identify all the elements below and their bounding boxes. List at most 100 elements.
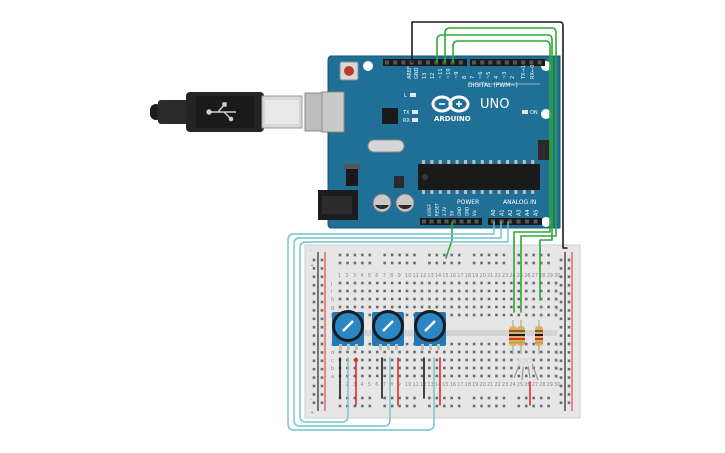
breadboard-hole[interactable] bbox=[554, 297, 558, 301]
breadboard-hole[interactable] bbox=[465, 281, 468, 285]
breadboard-hole[interactable] bbox=[524, 297, 528, 301]
breadboard-hole[interactable] bbox=[361, 281, 364, 285]
breadboard-hole[interactable] bbox=[420, 297, 424, 301]
rail-hole[interactable] bbox=[559, 325, 563, 329]
rail-hole[interactable] bbox=[368, 404, 372, 408]
breadboard-hole[interactable] bbox=[472, 297, 476, 301]
rail-hole[interactable] bbox=[383, 396, 386, 400]
breadboard-hole[interactable] bbox=[554, 358, 558, 362]
rail-hole[interactable] bbox=[559, 384, 563, 388]
breadboard-hole[interactable] bbox=[420, 350, 424, 354]
rail-hole[interactable] bbox=[390, 404, 394, 408]
breadboard-hole[interactable] bbox=[383, 374, 386, 378]
breadboard-hole[interactable] bbox=[375, 358, 379, 362]
breadboard-hole[interactable] bbox=[390, 297, 394, 301]
breadboard-hole[interactable] bbox=[398, 289, 401, 293]
rail-hole[interactable] bbox=[480, 253, 483, 257]
breadboard-hole[interactable] bbox=[398, 366, 401, 370]
breadboard-hole[interactable] bbox=[443, 366, 446, 370]
breadboard-hole[interactable] bbox=[465, 297, 468, 301]
rail-hole[interactable] bbox=[435, 253, 439, 257]
rail-hole[interactable] bbox=[559, 309, 563, 312]
rail-hole[interactable] bbox=[312, 283, 316, 287]
breadboard-hole[interactable] bbox=[443, 297, 446, 301]
rail-hole[interactable] bbox=[567, 258, 571, 262]
breadboard-hole[interactable] bbox=[405, 281, 409, 285]
rail-hole[interactable] bbox=[312, 384, 316, 388]
header-pin[interactable] bbox=[529, 60, 534, 65]
rail-hole[interactable] bbox=[346, 261, 349, 265]
breadboard-hole[interactable] bbox=[398, 374, 401, 378]
rail-hole[interactable] bbox=[390, 261, 394, 265]
rail-hole[interactable] bbox=[312, 275, 316, 279]
breadboard-hole[interactable] bbox=[346, 289, 349, 293]
breadboard-hole[interactable] bbox=[361, 366, 364, 370]
breadboard-hole[interactable] bbox=[405, 374, 409, 378]
rail-hole[interactable] bbox=[361, 261, 364, 265]
header-pin[interactable] bbox=[393, 60, 398, 65]
rail-hole[interactable] bbox=[450, 253, 454, 257]
breadboard-hole[interactable] bbox=[361, 305, 364, 309]
breadboard-hole[interactable] bbox=[390, 281, 394, 285]
breadboard-hole[interactable] bbox=[480, 342, 483, 346]
rail-hole[interactable] bbox=[559, 292, 563, 295]
breadboard-hole[interactable] bbox=[495, 297, 498, 301]
rail-hole[interactable] bbox=[524, 253, 528, 257]
breadboard-hole[interactable] bbox=[495, 374, 498, 378]
breadboard-hole[interactable] bbox=[368, 342, 372, 346]
breadboard-hole[interactable] bbox=[457, 358, 461, 362]
potentiometer[interactable] bbox=[332, 310, 364, 350]
rail-hole[interactable] bbox=[353, 261, 357, 265]
breadboard-hole[interactable] bbox=[472, 305, 476, 309]
breadboard-hole[interactable] bbox=[368, 297, 372, 301]
header-pin[interactable] bbox=[474, 219, 479, 224]
breadboard-hole[interactable] bbox=[502, 342, 506, 346]
wire-cyan-a1[interactable] bbox=[293, 221, 502, 427]
header-pin[interactable] bbox=[516, 219, 521, 224]
wire-green-pin9[interactable] bbox=[452, 40, 551, 313]
rail-hole[interactable] bbox=[559, 258, 563, 262]
breadboard-hole[interactable] bbox=[495, 366, 498, 370]
breadboard-hole[interactable] bbox=[443, 358, 446, 362]
rail-hole[interactable] bbox=[428, 261, 431, 265]
breadboard-hole[interactable] bbox=[554, 289, 558, 293]
breadboard-hole[interactable] bbox=[346, 297, 349, 301]
header-pin[interactable] bbox=[504, 60, 509, 65]
rail-hole[interactable] bbox=[312, 300, 316, 304]
rail-hole[interactable] bbox=[487, 261, 491, 265]
breadboard-hole[interactable] bbox=[443, 281, 446, 285]
rail-hole[interactable] bbox=[532, 261, 535, 265]
breadboard-hole[interactable] bbox=[510, 305, 513, 309]
rail-hole[interactable] bbox=[559, 376, 563, 379]
breadboard-hole[interactable] bbox=[495, 358, 498, 362]
rail-hole[interactable] bbox=[383, 261, 386, 265]
rail-hole[interactable] bbox=[517, 396, 521, 400]
breadboard-hole[interactable] bbox=[383, 366, 386, 370]
breadboard-hole[interactable] bbox=[472, 342, 476, 346]
breadboard-hole[interactable] bbox=[443, 350, 446, 354]
breadboard-hole[interactable] bbox=[524, 281, 528, 285]
rail-hole[interactable] bbox=[517, 404, 521, 408]
breadboard-hole[interactable] bbox=[510, 374, 513, 378]
breadboard-hole[interactable] bbox=[554, 374, 558, 378]
rail-hole[interactable] bbox=[517, 253, 521, 257]
breadboard-hole[interactable] bbox=[457, 350, 461, 354]
rail-hole[interactable] bbox=[567, 384, 571, 388]
breadboard-hole[interactable] bbox=[338, 350, 342, 354]
rail-hole[interactable] bbox=[567, 367, 571, 371]
rail-hole[interactable] bbox=[559, 334, 563, 337]
breadboard-hole[interactable] bbox=[517, 313, 521, 317]
breadboard-hole[interactable] bbox=[368, 305, 372, 309]
breadboard-hole[interactable] bbox=[413, 297, 416, 301]
breadboard-hole[interactable] bbox=[353, 305, 357, 309]
rail-hole[interactable] bbox=[567, 317, 571, 321]
rail-hole[interactable] bbox=[502, 253, 506, 257]
breadboard-hole[interactable] bbox=[495, 350, 498, 354]
breadboard-hole[interactable] bbox=[465, 289, 468, 293]
breadboard-hole[interactable] bbox=[554, 313, 558, 317]
rail-hole[interactable] bbox=[398, 396, 401, 400]
header-pin[interactable] bbox=[429, 219, 434, 224]
breadboard-hole[interactable] bbox=[361, 297, 364, 301]
breadboard-hole[interactable] bbox=[502, 281, 506, 285]
rail-hole[interactable] bbox=[338, 261, 342, 265]
